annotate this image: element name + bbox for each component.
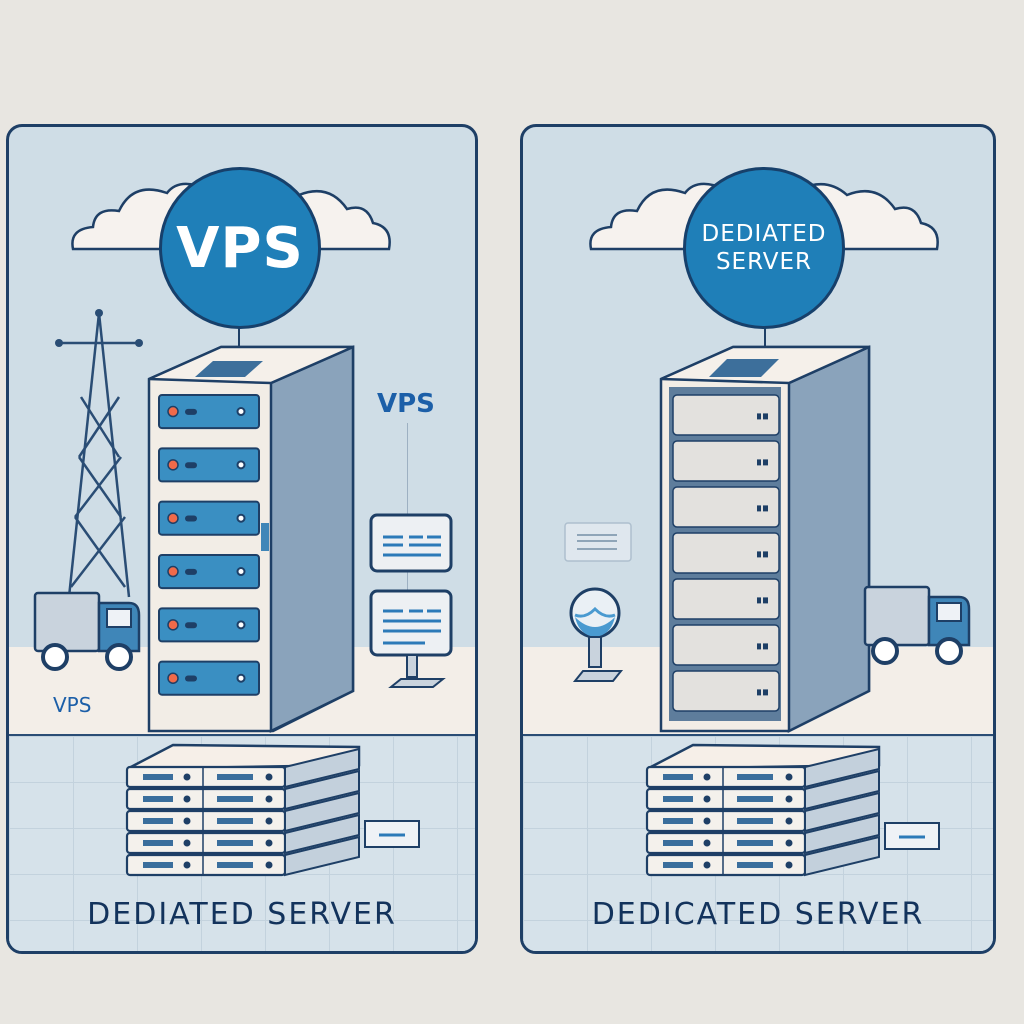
badge-line-2: SERVER — [715, 249, 813, 275]
panel-caption: DEDIATED SERVER — [87, 897, 397, 932]
vps-badge: VPS — [159, 167, 321, 329]
status-led — [167, 565, 179, 578]
delivery-truck-icon — [33, 591, 141, 671]
vps-floating-label: VPS — [377, 389, 435, 419]
rack-unit — [158, 500, 260, 536]
stacked-server — [645, 747, 880, 789]
status-led — [167, 405, 179, 418]
badge-line-1: DEDIATED — [701, 221, 827, 247]
server-stack-icon — [645, 743, 940, 877]
server-rack-icon — [147, 345, 355, 734]
rack-unit — [158, 447, 260, 483]
vps-platform-label: VPS — [53, 693, 92, 717]
stacked-server — [125, 747, 360, 789]
rack-unit — [158, 554, 260, 590]
rack-unit — [158, 607, 260, 643]
stacked-server — [645, 769, 880, 811]
stacked-server — [645, 835, 880, 877]
rack-unit — [158, 394, 260, 430]
stacked-server — [125, 835, 360, 877]
drive-bay — [672, 670, 780, 712]
drive-bay — [672, 486, 780, 528]
stacked-server — [125, 769, 360, 811]
status-led — [167, 619, 179, 631]
drive-bay — [672, 624, 780, 666]
status-led — [167, 672, 179, 684]
stacked-server — [125, 813, 360, 855]
panel-caption: DEDICATED SERVER — [591, 897, 925, 932]
status-led — [167, 459, 179, 471]
status-led — [167, 512, 179, 524]
drive-bay — [672, 532, 780, 574]
vps-panel: VPS VPS VPS — [6, 124, 478, 954]
drive-bay — [672, 578, 780, 620]
drive-bay — [672, 440, 780, 482]
cell-tower-icon — [55, 309, 143, 598]
webcam-icon — [569, 587, 624, 682]
stacked-server — [125, 791, 360, 833]
sign-icon — [564, 522, 632, 562]
badge-text: VPS — [176, 215, 304, 281]
stacked-server — [645, 791, 880, 833]
server-stack-icon — [125, 743, 420, 877]
server-rack-icon — [659, 345, 871, 734]
drive-bay — [672, 394, 780, 436]
rack-unit — [158, 660, 260, 696]
monitor-icon — [369, 513, 453, 688]
stacked-server — [645, 813, 880, 855]
delivery-truck-icon — [863, 585, 971, 665]
